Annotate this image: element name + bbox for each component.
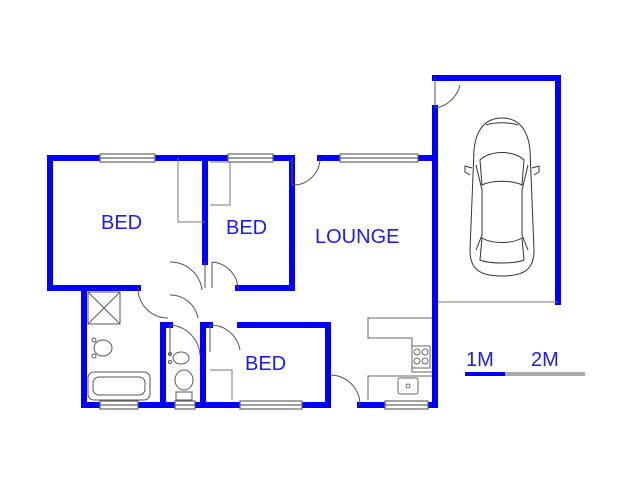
- windows: [99, 153, 429, 410]
- garage: [438, 117, 558, 303]
- basin: [93, 339, 113, 357]
- door-hall: [169, 294, 199, 319]
- door-bath: [137, 287, 169, 319]
- wc-basin: [172, 351, 190, 365]
- scale-label-1m: 1M: [466, 349, 494, 371]
- closet-bed1: [177, 158, 205, 223]
- kitchen: [367, 317, 432, 400]
- door-kitchen: [329, 374, 361, 406]
- toilet: [174, 369, 194, 391]
- bathtub: [87, 371, 151, 401]
- door-bed1: [169, 261, 206, 291]
- door-wc: [169, 324, 201, 356]
- scale-label-2m: 2M: [531, 349, 559, 371]
- room-label-bed2: BED: [226, 217, 268, 239]
- room-label-lounge: LOUNGE: [315, 226, 400, 248]
- closets: [177, 158, 233, 400]
- doors: [137, 78, 461, 406]
- room-label-bed3: BED: [245, 353, 287, 375]
- room-label-bed1: BED: [101, 212, 143, 234]
- car-icon: [464, 117, 540, 277]
- kitchen-counter-lower: [367, 375, 432, 400]
- door-bed3: [209, 324, 241, 352]
- kitchen-counter-upper: [367, 317, 432, 373]
- walls: [47, 75, 561, 408]
- closet-bed2: [210, 161, 231, 206]
- bathroom-fixtures: [87, 291, 194, 401]
- door-bed2: [211, 261, 239, 289]
- shower: [87, 291, 121, 325]
- door-lounge-entry: [291, 157, 321, 186]
- closet-bed3: [210, 369, 233, 400]
- kitchen-sink: [397, 377, 419, 395]
- door-garage: [434, 78, 461, 109]
- stove: [411, 345, 431, 369]
